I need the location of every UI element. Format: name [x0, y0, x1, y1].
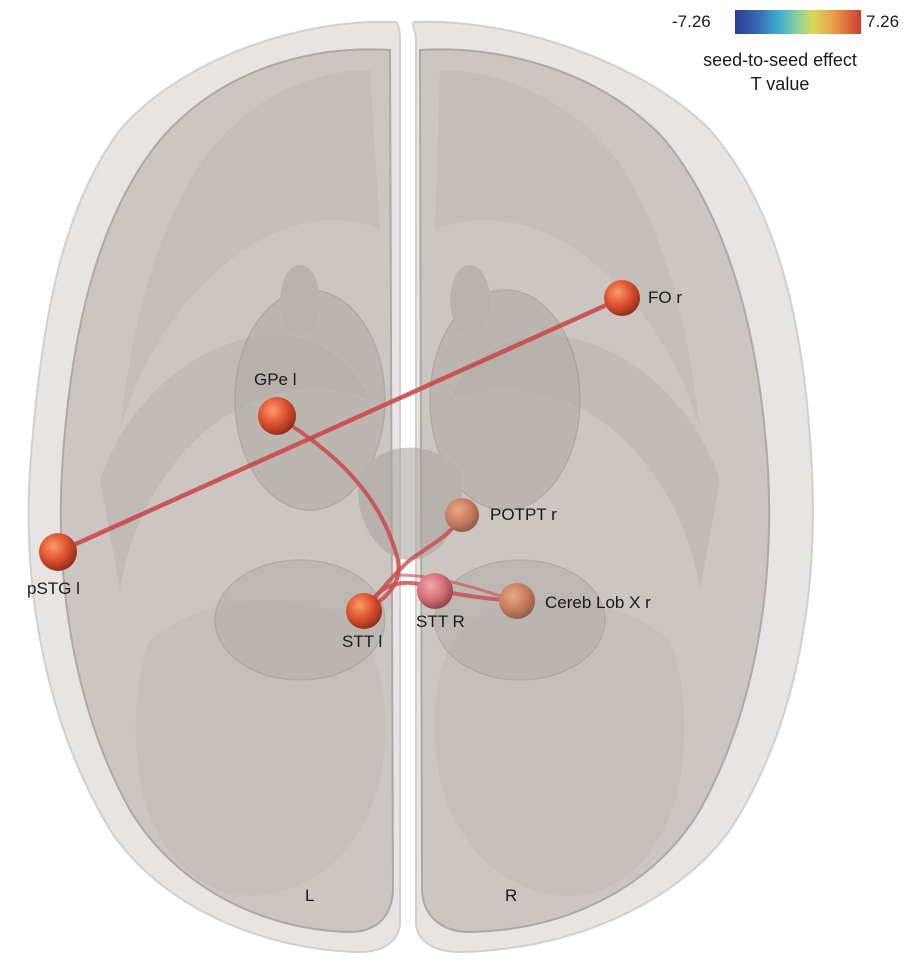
subcortical-structures [215, 265, 605, 680]
label-potpt-r: POTPT r [490, 506, 557, 523]
colorbar-max-label: 7.26 [866, 13, 899, 30]
node-fo-r [604, 280, 640, 316]
colorbar-title-line2: T value [660, 73, 900, 96]
label-stt-r: STT R [416, 613, 465, 630]
node-stt-l [346, 593, 382, 629]
node-gpe-l [258, 397, 296, 435]
colorbar-title-line1: seed-to-seed effect [660, 49, 900, 72]
label-pstg-l: pSTG l [27, 580, 80, 597]
node-stt-r [417, 573, 453, 609]
node-pstg-l [39, 533, 77, 571]
colorbar-gradient [735, 10, 861, 34]
label-fo-r: FO r [648, 289, 682, 306]
label-stt-l: STT l [342, 633, 382, 650]
node-cereb-lob-x-r [499, 583, 535, 619]
label-gpe-l: GPe l [254, 371, 297, 388]
label-cereb-lob-x-r: Cereb Lob X r [545, 594, 651, 611]
node-potpt-r [445, 498, 479, 532]
orientation-left-label: L [305, 887, 314, 904]
colorbar-min-label: -7.26 [672, 13, 711, 30]
orientation-right-label: R [505, 887, 517, 904]
